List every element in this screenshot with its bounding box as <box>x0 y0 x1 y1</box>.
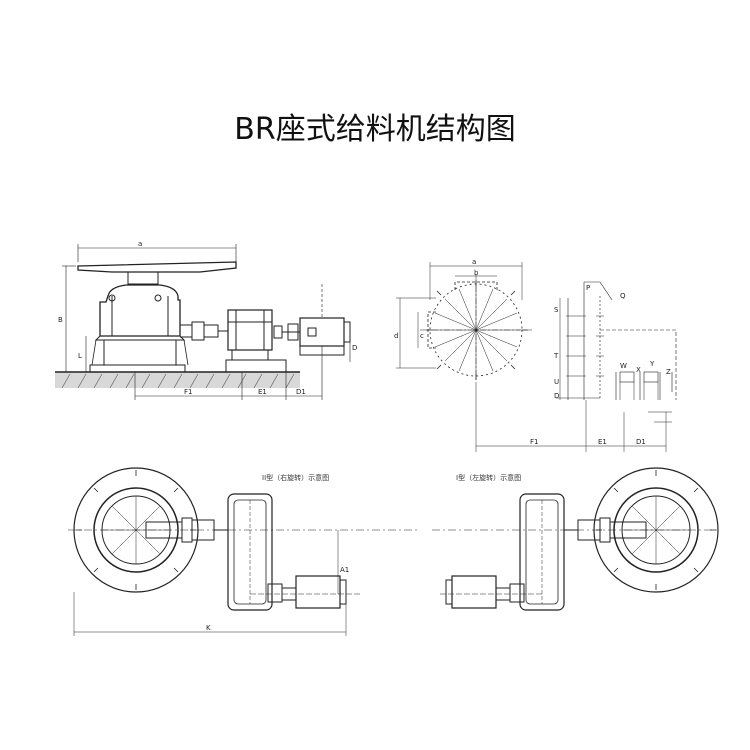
label-E1: E1 <box>258 388 267 396</box>
label-U: U <box>554 378 559 386</box>
label-D1: D1 <box>636 438 646 446</box>
label-c: c <box>420 332 424 340</box>
plan-view: a b c d P Q S T U D W X Y Z F1 E1 D1 <box>394 258 677 452</box>
label-b: b <box>474 269 479 277</box>
label-F1: F1 <box>530 438 538 446</box>
label-Y: Y <box>649 360 655 368</box>
label-P: P <box>586 284 590 292</box>
type-I-view: I型（左旋转）示意图 <box>432 467 720 611</box>
label-D: D <box>352 344 357 352</box>
page-title: BR座式给料机结构图 <box>234 112 516 147</box>
label-D: D <box>554 392 559 400</box>
type-II-view: II型（右旋转）示意图 A1 K <box>68 467 420 636</box>
label-X: X <box>636 366 641 374</box>
ground <box>55 372 300 388</box>
label-Q: Q <box>620 292 626 300</box>
type-I-caption: I型（左旋转）示意图 <box>456 473 521 482</box>
label-a: a <box>472 258 476 266</box>
type-II-caption: II型（右旋转）示意图 <box>262 473 329 482</box>
label-L: L <box>78 352 82 360</box>
label-B: B <box>58 316 63 324</box>
label-F1: F1 <box>184 388 192 396</box>
label-S: S <box>554 306 559 314</box>
label-D1: D1 <box>296 388 306 396</box>
label-K: K <box>206 624 211 632</box>
label-A1: A1 <box>340 566 349 574</box>
label-a: a <box>138 240 142 248</box>
label-d: d <box>394 332 398 340</box>
label-W: W <box>620 362 627 370</box>
label-Z: Z <box>666 368 671 376</box>
label-E1: E1 <box>598 438 607 446</box>
side-view: a B L D F1 E1 D1 <box>55 240 357 400</box>
label-T: T <box>553 352 559 360</box>
